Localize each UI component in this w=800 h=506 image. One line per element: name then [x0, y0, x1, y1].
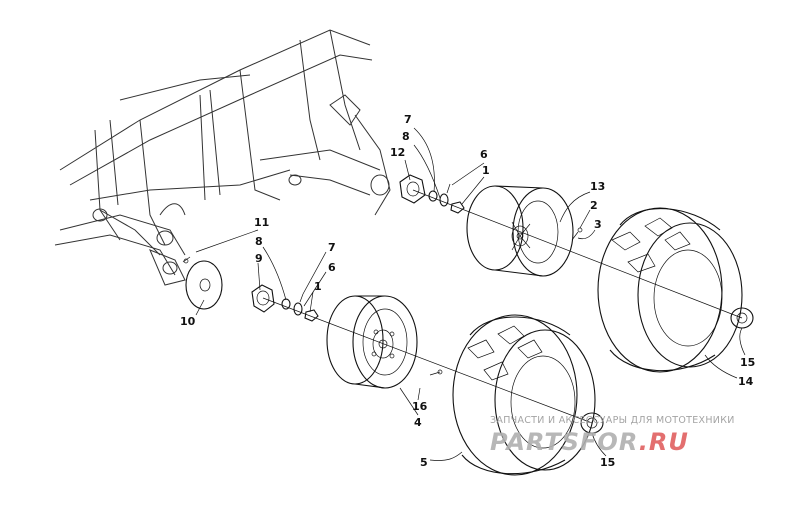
callout-7-lower: 7: [328, 241, 336, 254]
callout-11: 11: [254, 216, 269, 229]
lower-hub-assembly: [182, 256, 319, 322]
upper-hub: [399, 174, 426, 204]
callout-13: 13: [590, 180, 605, 193]
small-parts: [429, 227, 583, 376]
callout-6-lower: 6: [328, 261, 336, 274]
lower-tire: [452, 314, 596, 476]
callout-14: 14: [738, 375, 754, 388]
callout-15-upper: 15: [740, 356, 755, 369]
watermark-logo: PARTSFOR.RU: [490, 428, 689, 456]
watermark-tagline: ЗАПЧАСТИ И АКСЕССУАРЫ ДЛЯ МОТОТЕХНИКИ: [490, 415, 735, 426]
upper-wheel-rim: [466, 185, 574, 277]
upper-tire: [597, 207, 743, 373]
callout-6-upper: 6: [480, 148, 488, 161]
upper-hub-assembly: [399, 174, 465, 214]
callout-4: 4: [414, 416, 422, 429]
callout-10: 10: [180, 315, 196, 328]
assembly-axes: [262, 189, 743, 424]
watermark: ЗАПЧАСТИ И АКСЕССУАРЫ ДЛЯ МОТОТЕХНИКИ PA…: [490, 415, 735, 456]
lower-hub: [251, 284, 275, 313]
callout-3: 3: [594, 218, 602, 231]
callout-16: 16: [412, 400, 428, 413]
callout-9: 9: [255, 252, 263, 265]
callout-15-lower: 15: [600, 456, 615, 469]
callout-labels: 7 8 12 6 1 13 2 3 11 8 9 7 6 1 10 16 4 1…: [180, 113, 755, 469]
callout-7-upper: 7: [404, 113, 412, 126]
callout-5: 5: [420, 456, 428, 469]
callout-1-upper: 1: [482, 164, 490, 177]
callout-1-lower: 1: [314, 280, 322, 293]
callout-2: 2: [590, 199, 598, 212]
callout-8-upper: 8: [402, 130, 410, 143]
brake-disc: [185, 260, 223, 310]
callout-12: 12: [390, 146, 405, 159]
atv-frame: [54, 29, 391, 286]
callout-8-lower: 8: [255, 235, 263, 248]
leader-lines: [195, 127, 746, 461]
lower-wheel-rim: [326, 295, 418, 389]
